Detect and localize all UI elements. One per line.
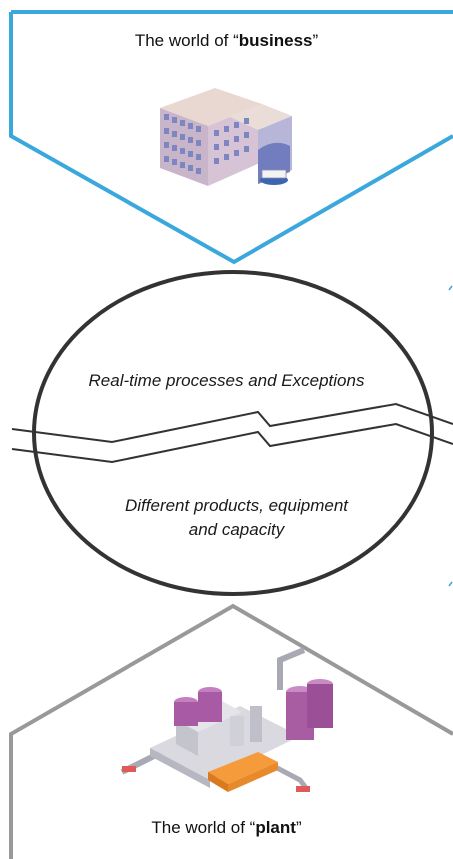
middle-ellipse [32, 270, 434, 596]
business-shape [9, 12, 453, 265]
plant-title-suffix: ” [295, 818, 302, 837]
caption-products-line1: Different products, equipment [124, 496, 348, 515]
business-title: The world of “business” [0, 31, 453, 51]
business-title-suffix: ” [312, 31, 319, 50]
caption-products-line2: and capacity [188, 520, 285, 539]
business-title-prefix: The world of “ [134, 31, 239, 50]
plant-title-word: plant [255, 818, 296, 837]
factory-plant-icon [120, 647, 333, 792]
edge-mark-top [448, 285, 453, 291]
plant-title-prefix: The world of “ [151, 818, 256, 837]
caption-realtime: Real-time processes and Exceptions [88, 371, 365, 390]
office-building-icon [160, 88, 292, 186]
business-title-word: business [238, 31, 313, 50]
caption-products: Different products, equipment and capaci… [10, 494, 453, 542]
plant-shape [9, 603, 453, 859]
edge-mark-bottom [448, 581, 453, 587]
break-lines [11, 402, 453, 464]
plant-title: The world of “plant” [0, 818, 453, 838]
